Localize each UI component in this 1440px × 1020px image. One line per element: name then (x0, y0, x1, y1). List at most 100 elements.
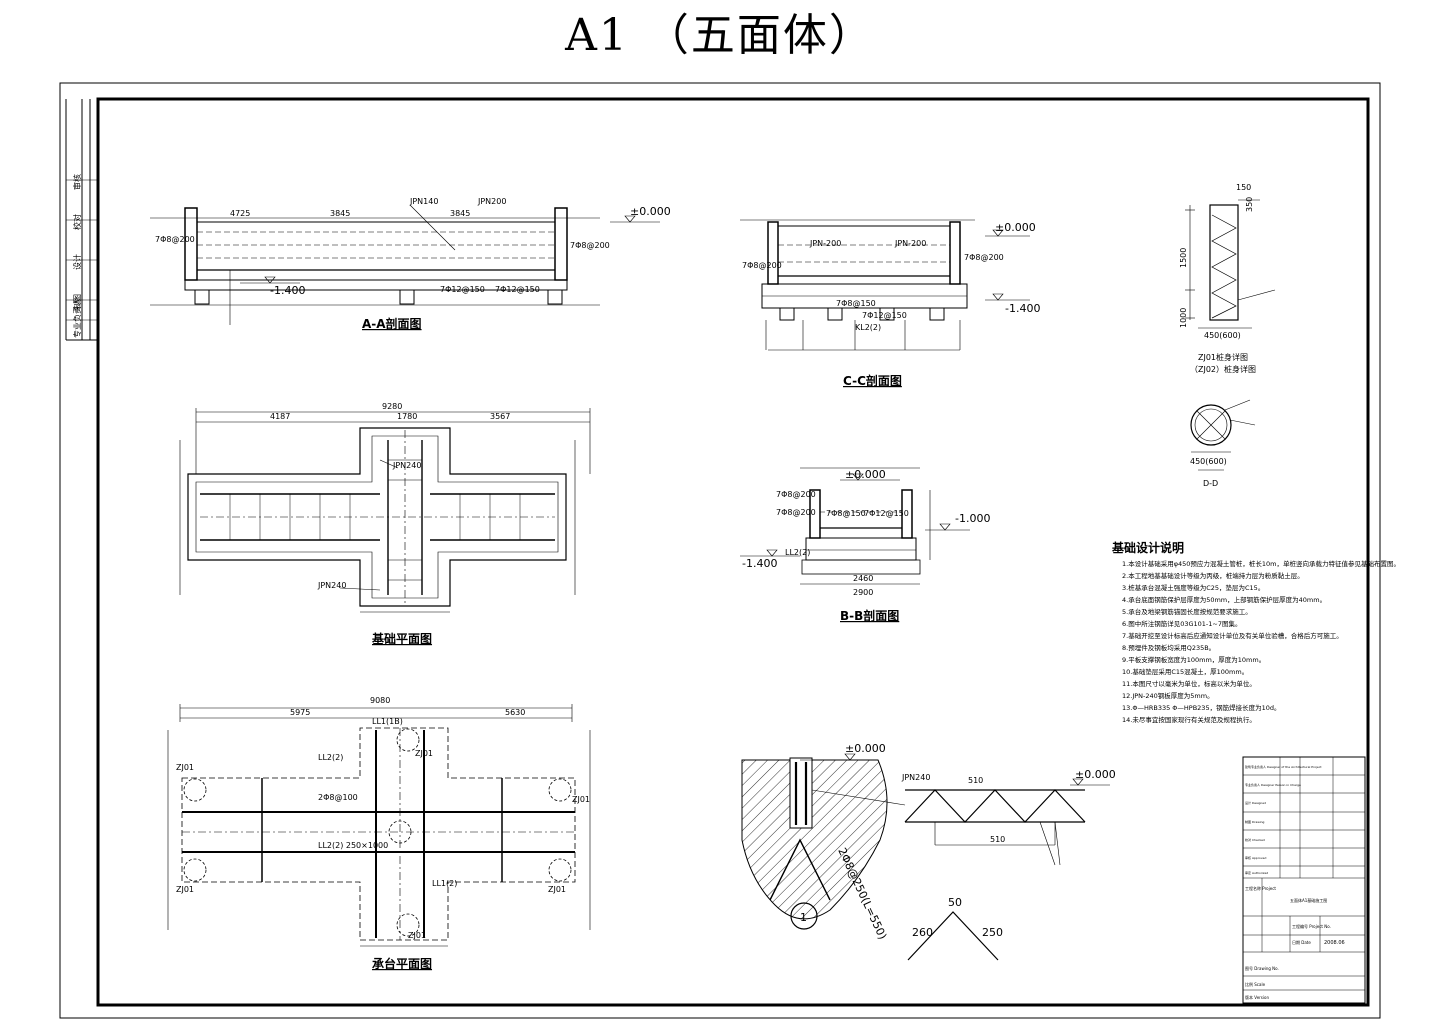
pile-detail (1185, 199, 1276, 329)
pile-dim: 1500 (1179, 248, 1188, 268)
cc-elev-top: ±0.000 (995, 221, 1036, 234)
aa-label: 7Φ12@150 (440, 285, 485, 294)
section-cc (740, 219, 1030, 351)
aa-label: 3845 (330, 209, 350, 218)
note-item: 11.本图尺寸以毫米为单位，标高以米为单位。 (1122, 679, 1256, 688)
cap-label: 2Φ8@100 (318, 793, 358, 802)
side-label: 设计 (72, 254, 82, 270)
aa-label: 7Φ8@200 (570, 241, 610, 250)
plan-label: 9280 (382, 402, 402, 411)
plan-label: 4187 (270, 412, 290, 421)
dd-caption: D-D (1203, 479, 1218, 488)
note-item: 14.未尽事宜按国家现行有关规范及规程执行。 (1122, 715, 1256, 724)
aa-label: 4725 (230, 209, 250, 218)
note-item: 4.承台底面钢筋保护层厚度为50mm，上部钢筋保护层厚度为40mm。 (1122, 595, 1326, 604)
tb-row: 审核 Approved (1245, 855, 1266, 860)
tb-date-label: 日期 Date (1292, 939, 1311, 945)
aa-label: 7Φ8@200 (155, 235, 195, 244)
pile-dim: 150 (1236, 183, 1251, 192)
detail-marker: 1 (800, 911, 807, 924)
tb-bottom: 版本 Version (1245, 994, 1269, 1000)
note-item: 13.Φ—HRB335 Φ—HPB235，钢筋焊接长度为10d。 (1122, 703, 1280, 712)
tb-bottom: 比例 Scale (1245, 981, 1266, 987)
pile-cap-plan (167, 704, 591, 947)
note-item: 1.本设计基础采用φ450预应力混凝土管桩，桩长10m，单桩竖向承载力特征值参见… (1122, 559, 1400, 568)
note-item: 9.平板支撑钢板宽度为100mm，厚度为10mm。 (1122, 655, 1265, 664)
drawing-title: A1 （五面体） (565, 10, 875, 61)
cap-label: LL2(2) 250×1000 (318, 841, 388, 850)
cap-label: ZJ01 (415, 749, 433, 758)
pile-dim: 450(600) (1204, 331, 1241, 340)
cc-elev-bottom: -1.400 (1005, 302, 1040, 315)
plan-label: 1780 (397, 412, 417, 421)
section-bb (740, 467, 970, 585)
bb-label: 2900 (853, 588, 873, 597)
aa-elev-bottom: -1.400 (270, 284, 305, 297)
bb-caption: B-B剖面图 (840, 608, 899, 623)
note-item: 8.预埋件及钢板均采用Q235B。 (1122, 643, 1215, 652)
cap-label: ZJ01 (548, 885, 566, 894)
bb-elev-top: ±0.000 (845, 468, 886, 481)
foundation-plan (179, 408, 591, 613)
cap-label: 5975 (290, 708, 310, 717)
aa-label: JPN140 (409, 197, 438, 206)
bb-label: 7Φ8@200 (776, 508, 816, 517)
pile-caption: （ZJ02）桩身详图 (1190, 364, 1256, 374)
note-item: 3.桩基承台混凝土强度等级为C25，垫层为C15。 (1122, 583, 1264, 592)
aa-label: JPN200 (477, 197, 506, 206)
notes-title: 基础设计说明 (1111, 540, 1184, 555)
section-dd (1190, 399, 1256, 471)
bb-label: 7Φ8@150 (826, 509, 866, 518)
cc-caption: C-C剖面图 (843, 373, 902, 388)
aa-label: 3845 (450, 209, 470, 218)
cap-label: 5630 (505, 708, 525, 717)
note-item: 2.本工程地基基础设计等级为丙级，桩端持力层为粉质黏土层。 (1122, 571, 1304, 580)
detail-elev: ±0.000 (845, 742, 886, 755)
plan-caption: 基础平面图 (371, 631, 432, 646)
dd-dim: 450(600) (1190, 457, 1227, 466)
pile-dim: 1000 (1179, 308, 1188, 328)
side-label: 校对 (72, 214, 82, 230)
note-item: 5.承台及地梁钢筋锚固长度按规范要求施工。 (1122, 607, 1252, 616)
tb-row: 制图 Drawing (1245, 819, 1265, 824)
plan-label: 3567 (490, 412, 510, 421)
note-item: 6.图中所注钢筋详见03G101-1~7图集。 (1122, 619, 1241, 628)
cap-label: ZJ01 (572, 795, 590, 804)
outer-frame (59, 82, 1381, 1019)
aa-label: 7Φ12@150 (495, 285, 540, 294)
cc-label: 7Φ8@150 (836, 299, 876, 308)
tb-row: 审定 Authorized (1245, 870, 1268, 875)
note-item: 7.基础开挖至设计标高后应通知设计单位及有关单位验槽，合格后方可施工。 (1122, 631, 1343, 640)
cap-label: ZJ01 (176, 763, 194, 772)
bb-label: 7Φ8@200 (776, 490, 816, 499)
cap-label: ZJ01 (408, 931, 426, 940)
cap-caption: 承台平面图 (372, 956, 432, 971)
tb-row: 设计 Designed (1245, 800, 1266, 805)
side-strip (65, 99, 98, 341)
title-block (1242, 756, 1366, 1004)
section-aa (150, 204, 660, 325)
tb-row: 建筑专业负责人 Designer of the Architectural Pr… (1245, 764, 1322, 769)
detail-elev: ±0.000 (1075, 768, 1116, 781)
joint-detail (741, 753, 1110, 961)
cc-label: KL2(2) (855, 323, 881, 332)
bb-elev-bottom: -1.400 (742, 557, 777, 570)
pile-caption: ZJ01桩身详图 (1198, 352, 1248, 362)
tb-bottom: 图号 Drawing No. (1245, 965, 1279, 971)
cap-label: 9080 (370, 696, 390, 705)
side-label: 审核 (72, 174, 82, 190)
plan-label: JPN240 (392, 461, 421, 470)
detail-bend: 50 (948, 896, 962, 909)
cap-label: ZJ01 (176, 885, 194, 894)
tb-row: 专业负责人 Designer Person in Charge (1245, 782, 1301, 787)
inner-frame (96, 97, 1370, 1007)
detail-label: JPN240 (901, 773, 930, 782)
tb-project: 工程名称 Project (1245, 885, 1276, 891)
tb-row: 校对 Checked (1245, 837, 1265, 842)
cc-label: 7Φ8@200 (964, 253, 1004, 262)
bb-label: 2460 (853, 574, 873, 583)
detail-bend: 260 (912, 926, 933, 939)
cc-label: 7Φ12@150 (862, 311, 907, 320)
plan-label: JPN240 (317, 581, 346, 590)
